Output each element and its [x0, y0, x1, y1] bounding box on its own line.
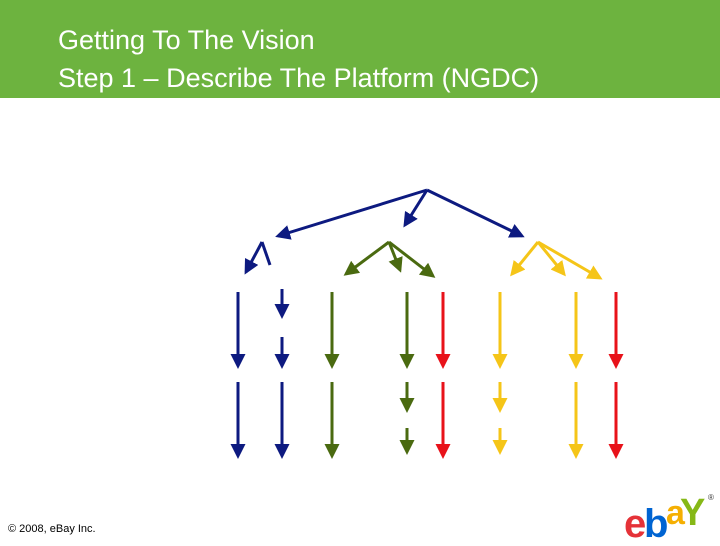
slide-subtitle: Step 1 – Describe The Platform (NGDC)	[58, 63, 540, 93]
green-branch-group	[343, 240, 436, 278]
navy-branch-group	[244, 241, 272, 275]
root-arrow-left	[275, 188, 428, 240]
slide-title: Getting To The Vision	[58, 25, 315, 55]
yellow-branch-arrow-middle	[536, 241, 566, 277]
ebay-logo: e b a Y ®	[624, 492, 716, 545]
column-arrows-lower	[230, 382, 624, 459]
logo-letter-b: b	[644, 502, 669, 546]
registered-mark: ®	[708, 493, 714, 502]
green-branch-arrow-left	[343, 240, 390, 276]
root-arrow-right	[426, 188, 525, 238]
yellow-branch-group	[510, 240, 603, 280]
yellow-branch-arrow-right	[537, 240, 603, 280]
root-branches	[275, 188, 525, 240]
navy-branch-line-right	[260, 241, 272, 266]
copyright-notice: © 2008, eBay Inc.	[8, 523, 96, 535]
navy-branch-arrow-left	[244, 241, 264, 275]
title-banner: Getting To The Vision Step 1 – Describe …	[0, 0, 720, 98]
green-branch-arrow-middle	[387, 241, 403, 273]
logo-letter-a: a	[666, 494, 685, 532]
green-branch-arrow-right	[388, 240, 436, 278]
logo-letter-e: e	[624, 502, 647, 546]
column-arrows-upper	[230, 289, 624, 369]
root-arrow-middle	[403, 189, 429, 228]
yellow-branch-arrow-left	[510, 241, 540, 277]
logo-letter-y: Y	[680, 492, 706, 534]
